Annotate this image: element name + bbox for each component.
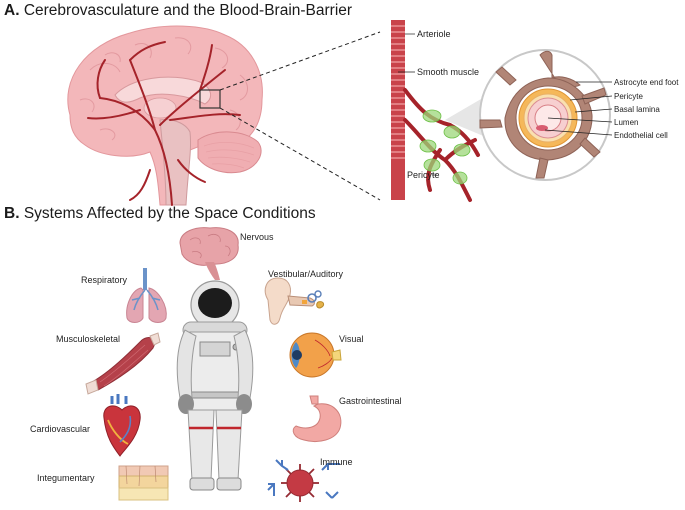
visual-eye-icon bbox=[289, 332, 342, 378]
suit-belt bbox=[185, 391, 245, 399]
cardiovascular-label: Cardiovascular bbox=[30, 424, 90, 434]
left-boot bbox=[189, 477, 215, 491]
suit-left-leg bbox=[187, 409, 215, 481]
smooth-muscle-rings bbox=[391, 25, 405, 159]
crosssection-leaders bbox=[544, 81, 613, 136]
vestibular-ear-icon bbox=[264, 277, 325, 325]
panel-b-heading: B. Systems Affected by the Space Conditi… bbox=[4, 205, 316, 222]
zoom-region-box bbox=[199, 89, 221, 109]
brain-sagittal-illustration bbox=[67, 25, 263, 206]
panel-a-heading: A. Cerebrovasculature and the Blood-Brai… bbox=[4, 2, 352, 19]
suit-right-leg bbox=[215, 409, 243, 481]
right-boot bbox=[216, 477, 242, 491]
endothelial-cell-label: Endothelial cell bbox=[614, 131, 668, 140]
basal-lamina-label: Basal lamina bbox=[614, 105, 660, 114]
pericyte-vessel-label: Pericyte bbox=[407, 170, 440, 180]
integumentary-label: Integumentary bbox=[37, 473, 95, 483]
panel-b-letter: B. bbox=[4, 205, 20, 222]
cerebellum-folds bbox=[203, 142, 255, 169]
chest-control-panel bbox=[199, 341, 231, 357]
zoom-line-top bbox=[219, 31, 381, 91]
capillary-crosssection bbox=[479, 49, 611, 181]
cerebral-arteries bbox=[87, 41, 241, 206]
respiratory-lungs-icon bbox=[126, 268, 167, 323]
nervous-label: Nervous bbox=[240, 232, 274, 242]
arteriole-label: Arteriole bbox=[417, 29, 451, 39]
pericyte-cells bbox=[419, 109, 471, 185]
endothelial-nucleus bbox=[536, 125, 548, 131]
respiratory-label: Respiratory bbox=[81, 275, 128, 285]
musculoskeletal-muscle-icon bbox=[85, 332, 161, 395]
thalamus bbox=[143, 97, 177, 119]
smooth-muscle-label: Smooth muscle bbox=[417, 67, 479, 77]
cardiovascular-heart-icon bbox=[103, 394, 141, 457]
left-glove bbox=[178, 394, 194, 414]
cerebellum-shape bbox=[197, 131, 262, 174]
immune-virus-antibody-icon bbox=[267, 459, 340, 502]
musculoskeletal-label: Musculoskeletal bbox=[56, 334, 120, 344]
lumen-label: Lumen bbox=[614, 118, 638, 127]
panel-a-letter: A. bbox=[4, 2, 20, 19]
astrocyte-end-feet bbox=[479, 50, 607, 179]
gastrointestinal-stomach-icon bbox=[292, 395, 342, 442]
pericyte-crosssection-label: Pericyte bbox=[614, 92, 643, 101]
zoom-line-bottom bbox=[219, 107, 381, 201]
astronaut-illustration bbox=[176, 280, 254, 491]
immune-label: Immune bbox=[320, 457, 353, 467]
astrocyte-end-foot-label: Astrocyte end foot bbox=[614, 78, 679, 87]
brainstem-shape bbox=[159, 119, 192, 206]
nervous-brain-icon bbox=[179, 227, 239, 280]
vestibular-auditory-label: Vestibular/Auditory bbox=[268, 269, 344, 279]
right-glove bbox=[236, 394, 252, 414]
helmet-visor bbox=[198, 288, 232, 318]
panel-b-title: Systems Affected by the Space Conditions bbox=[24, 205, 316, 222]
gastrointestinal-label: Gastrointestinal bbox=[339, 396, 402, 406]
panel-a-title: Cerebrovasculature and the Blood-Brain-B… bbox=[24, 2, 352, 19]
integumentary-skin-icon bbox=[118, 465, 169, 501]
gyri-lines bbox=[79, 37, 248, 141]
visual-label: Visual bbox=[339, 334, 363, 344]
